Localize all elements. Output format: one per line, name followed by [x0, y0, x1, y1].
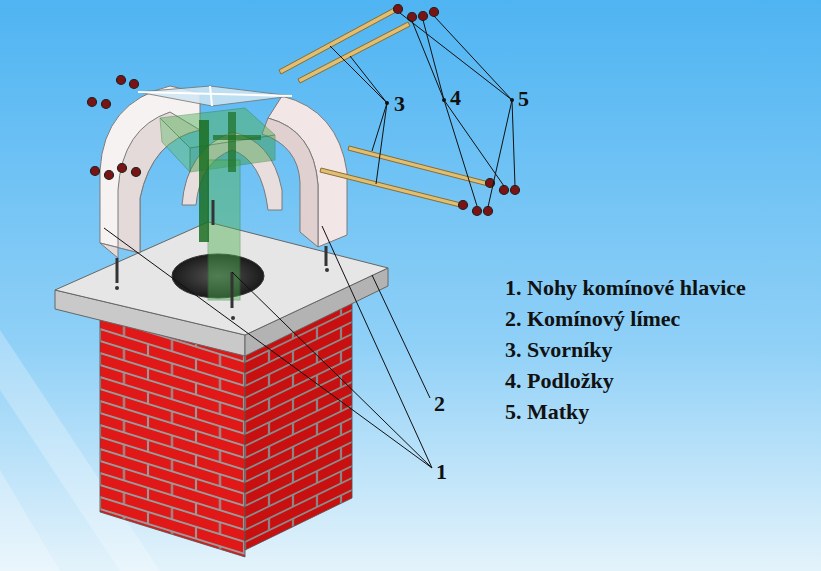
legend-entry: 1. Nohy komínové hlavice: [505, 275, 746, 301]
callout-number: 4: [450, 85, 461, 111]
legend-entry: 2. Komínový límec: [505, 306, 680, 332]
flue-insert: [160, 108, 275, 300]
callout-number: 5: [518, 86, 529, 112]
legend-entry: 5. Matky: [505, 399, 589, 425]
leader-line: [104, 13, 515, 468]
legend-entry: 4. Podložky: [505, 368, 614, 394]
stud-rod: [117, 200, 326, 308]
nut-washer: [88, 5, 520, 216]
bolt-rod: [279, 8, 489, 207]
legend-entry: 3. Svorníky: [505, 337, 613, 363]
callout-number: 2: [434, 391, 445, 417]
callout-number: 3: [394, 91, 405, 117]
callout-number: 1: [436, 459, 447, 485]
